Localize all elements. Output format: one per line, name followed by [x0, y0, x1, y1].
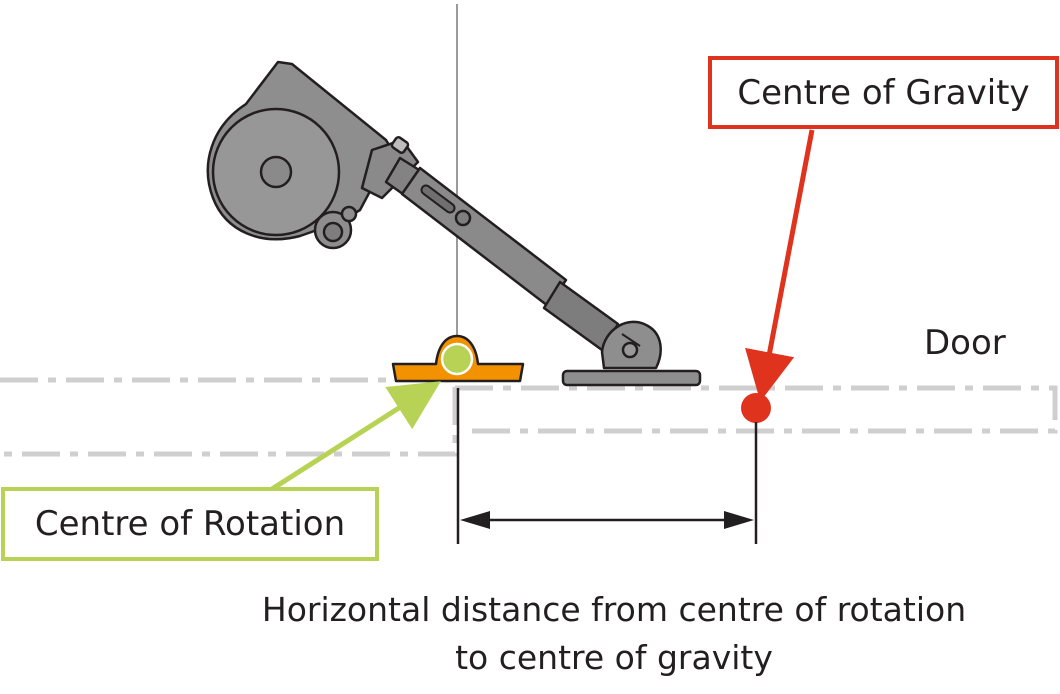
caption-line-1: Horizontal distance from centre of rotat… — [261, 590, 967, 629]
centre-of-rotation-label: Centre of Rotation — [1, 487, 379, 561]
distance-caption: Horizontal distance from centre of rotat… — [150, 586, 1060, 682]
horizontal-distance-dimension — [456, 388, 758, 544]
centre-of-rotation-marker — [440, 342, 474, 376]
centre-of-gravity-marker — [741, 393, 771, 423]
rotation-leader-arrow — [270, 381, 441, 492]
centre-of-gravity-label: Centre of Gravity — [708, 56, 1059, 129]
door-stay-mechanism — [206, 60, 702, 387]
hinge — [391, 334, 525, 383]
gravity-leader-arrow — [745, 129, 815, 402]
caption-line-2: to centre of gravity — [455, 638, 773, 677]
door-label: Door — [924, 323, 1006, 363]
door-outline — [0, 377, 1058, 457]
